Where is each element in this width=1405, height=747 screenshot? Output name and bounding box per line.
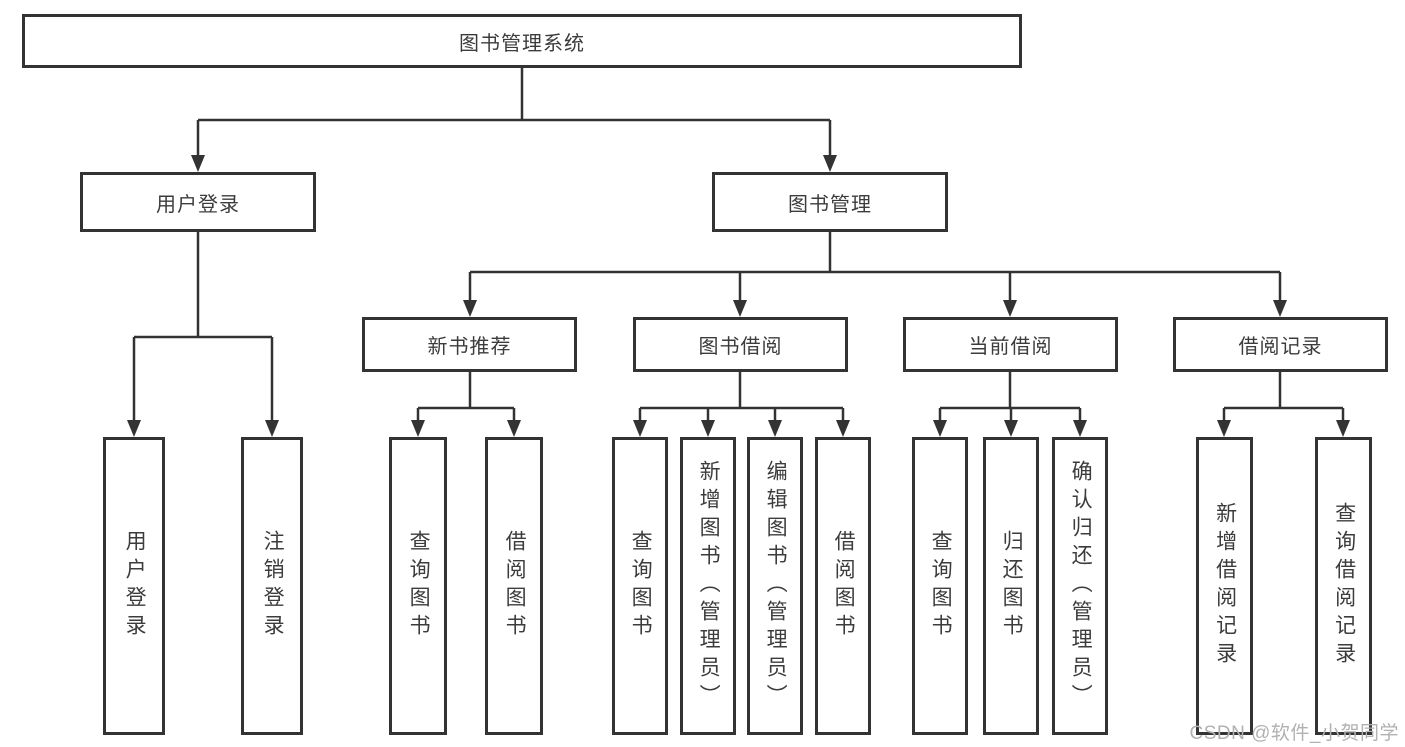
arrowhead-icon — [633, 420, 647, 437]
node-book-management-label: 图书管理 — [788, 193, 872, 216]
arrowhead-icon — [127, 420, 141, 437]
leaf-current-query-books: 查询图书 — [912, 437, 968, 735]
leaf-recommend-borrow-books-label: 借阅图书 — [503, 530, 527, 642]
arrowhead-icon — [1336, 420, 1350, 437]
leaf-query-borrow-record-label: 查询借阅记录 — [1332, 502, 1356, 670]
node-root-label: 图书管理系统 — [459, 32, 585, 55]
leaf-edit-books-admin-label: 编辑图书（管理员） — [764, 460, 788, 712]
leaf-confirm-return-admin: 确认归还（管理员） — [1052, 437, 1108, 735]
node-book-borrow: 图书借阅 — [633, 317, 848, 372]
node-user-login-label: 用户登录 — [156, 193, 240, 216]
leaf-logout-label: 注销登录 — [261, 530, 285, 642]
leaf-add-borrow-record-label: 新增借阅记录 — [1213, 502, 1237, 670]
leaf-return-books-label: 归还图书 — [1000, 530, 1024, 642]
arrowhead-icon — [823, 155, 837, 172]
arrowhead-icon — [463, 300, 477, 317]
arrowhead-icon — [1217, 420, 1231, 437]
node-current-borrow-label: 当前借阅 — [968, 336, 1053, 358]
node-new-book-recommend: 新书推荐 — [362, 317, 577, 372]
arrowhead-icon — [507, 420, 521, 437]
arrowhead-icon — [1273, 300, 1287, 317]
node-book-management: 图书管理 — [712, 172, 948, 232]
arrowhead-icon — [191, 155, 205, 172]
leaf-confirm-return-admin-label: 确认归还（管理员） — [1069, 460, 1093, 712]
node-user-login: 用户登录 — [80, 172, 316, 232]
node-borrow-records-label: 借阅记录 — [1238, 336, 1323, 358]
leaf-add-books-admin: 新增图书（管理员） — [680, 437, 736, 735]
arrowhead-icon — [1003, 300, 1017, 317]
leaf-edit-books-admin: 编辑图书（管理员） — [747, 437, 803, 735]
watermark: CSDN @软件_小贺同学 — [1189, 723, 1399, 744]
arrowhead-icon — [411, 420, 425, 437]
leaf-user-login: 用户登录 — [103, 437, 165, 735]
node-book-borrow-label: 图书借阅 — [698, 336, 783, 358]
leaf-logout: 注销登录 — [241, 437, 303, 735]
arrowhead-icon — [933, 420, 947, 437]
node-new-book-recommend-label: 新书推荐 — [427, 336, 512, 358]
arrowhead-icon — [701, 420, 715, 437]
arrowhead-icon — [1004, 420, 1018, 437]
leaf-add-borrow-record: 新增借阅记录 — [1196, 437, 1253, 735]
arrowhead-icon — [265, 420, 279, 437]
leaf-borrow-query-books-label: 查询图书 — [629, 530, 653, 642]
leaf-borrow-books-label: 借阅图书 — [832, 530, 856, 642]
node-root: 图书管理系统 — [22, 14, 1022, 68]
node-current-borrow: 当前借阅 — [903, 317, 1118, 372]
arrowhead-icon — [733, 300, 747, 317]
leaf-add-books-admin-label: 新增图书（管理员） — [697, 460, 721, 712]
leaf-query-borrow-record: 查询借阅记录 — [1315, 437, 1372, 735]
leaf-borrow-query-books: 查询图书 — [612, 437, 668, 735]
arrowhead-icon — [768, 420, 782, 437]
leaf-return-books: 归还图书 — [983, 437, 1039, 735]
leaf-recommend-borrow-books: 借阅图书 — [485, 437, 543, 735]
leaf-recommend-query-books-label: 查询图书 — [407, 530, 431, 642]
leaf-recommend-query-books: 查询图书 — [389, 437, 447, 735]
leaf-borrow-books: 借阅图书 — [815, 437, 871, 735]
node-borrow-records: 借阅记录 — [1173, 317, 1388, 372]
leaf-user-login-label: 用户登录 — [123, 530, 147, 642]
leaf-current-query-books-label: 查询图书 — [929, 530, 953, 642]
arrowhead-icon — [1073, 420, 1087, 437]
arrowhead-icon — [836, 420, 850, 437]
